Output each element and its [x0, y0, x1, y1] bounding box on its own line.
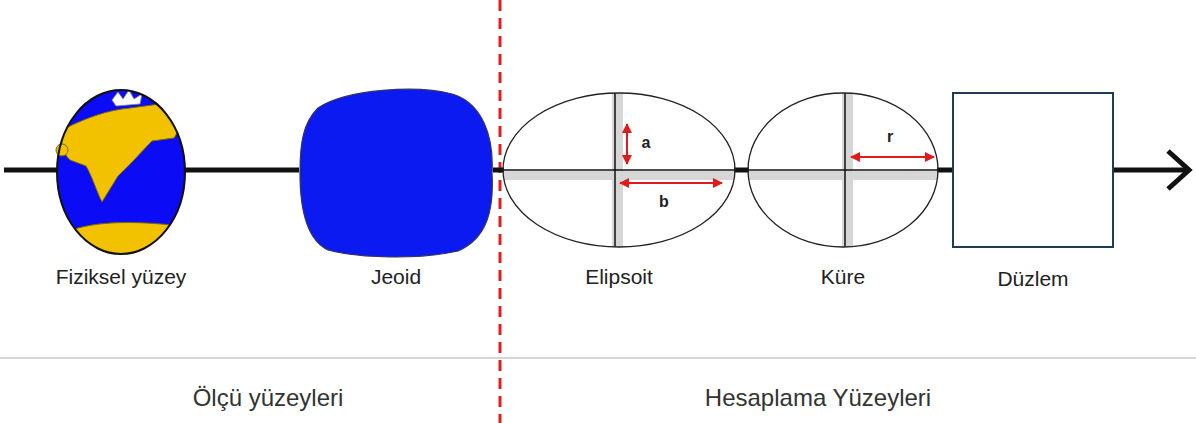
shape-outline [57, 90, 185, 254]
axis-segment [937, 168, 953, 173]
ellipsoid-node: Elipsoit [503, 93, 735, 247]
axis-segment [184, 168, 299, 173]
shape-outline [298, 88, 494, 258]
shape-name: Elipsoit [585, 265, 653, 289]
ellipse-outline [503, 93, 735, 247]
axis-segment [734, 168, 749, 173]
globe [56, 90, 190, 262]
geoid-node: Jeoid [298, 88, 494, 258]
ellipsoid-shape [500, 90, 740, 250]
shape-name: Fiziksel yüzey [56, 265, 187, 289]
globe-node: Fiziksel yüzey [57, 90, 185, 254]
separator-line [499, 0, 502, 423]
rule-line [0, 357, 1196, 359]
plane-node: Düzlem [952, 92, 1114, 248]
axis-line [1114, 168, 1186, 173]
sphere-node: Küre [748, 93, 938, 247]
geoid-shape [300, 89, 492, 257]
geoid-outline [300, 89, 492, 257]
arrow-head [1168, 151, 1189, 189]
sphere-shape [745, 90, 945, 250]
plane-shape [953, 93, 1113, 247]
section-label: Hesaplama Yüzeyleri [705, 384, 931, 412]
shape-name: Jeoid [371, 265, 421, 289]
dimension-label: r [887, 128, 893, 146]
ellipse-outline [748, 93, 938, 247]
shape-name: Düzlem [997, 267, 1068, 291]
shape-outline [748, 93, 938, 247]
shape-name: Küre [821, 265, 865, 289]
ellipse-outline [57, 90, 185, 254]
section-label: Ölçü yüzeyleri [193, 384, 344, 412]
dimension-label: a [642, 134, 651, 152]
axis-line [4, 168, 58, 173]
dimension-label: b [659, 193, 669, 211]
shape-outline [503, 93, 735, 247]
